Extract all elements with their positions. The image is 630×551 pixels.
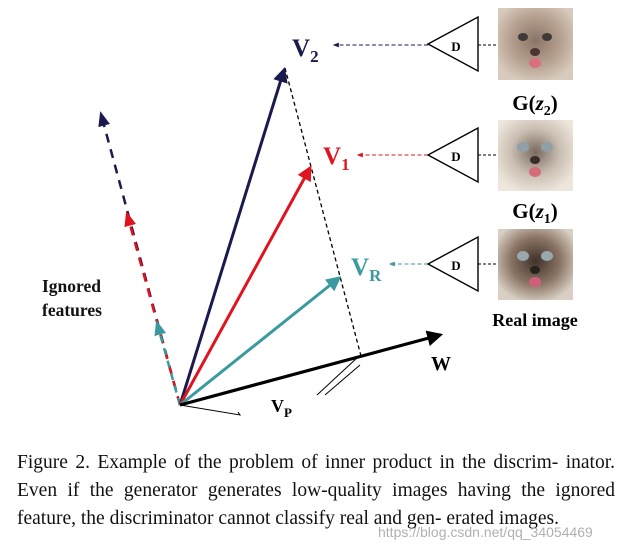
watermark: https://blog.csdn.net/qq_34054469: [378, 524, 593, 540]
vector-v1: [178, 165, 312, 406]
label-v2: V2: [292, 35, 319, 66]
vector-w: [179, 330, 444, 407]
label-w: W: [431, 353, 451, 375]
label-g-z2: G(z2): [512, 91, 558, 119]
discriminator-bottom: D: [388, 235, 498, 293]
label-vp: VP: [271, 396, 292, 420]
label-v1: V1: [323, 143, 350, 174]
projection-line: [284, 67, 362, 357]
inner-product-diagram: V2 V1 VR W VP Ignored features D D D: [42, 8, 578, 420]
label-vr: VR: [351, 254, 382, 285]
figure-caption: Figure 2. Example of the problem of inne…: [17, 452, 615, 529]
image-g-z2: [498, 8, 573, 80]
svg-text:D: D: [451, 258, 460, 273]
discriminator-top: D: [332, 15, 498, 73]
discriminator-middle: D: [356, 126, 498, 184]
vector-v2: [178, 67, 288, 406]
svg-text:D: D: [451, 39, 460, 54]
image-g-z1: [498, 120, 573, 191]
vector-vr: [179, 276, 342, 407]
label-ignored-features: Ignored features: [42, 276, 105, 320]
projection-extension: [316, 356, 359, 396]
ignored-arrow-vr: [154, 320, 182, 406]
label-g-z1: G(z1): [512, 199, 558, 227]
label-real-image: Real image: [492, 310, 577, 330]
ignored-arrow-v1: [124, 211, 182, 406]
image-real: [498, 229, 573, 300]
projection-bracket: [179, 364, 361, 416]
svg-text:D: D: [451, 149, 460, 164]
